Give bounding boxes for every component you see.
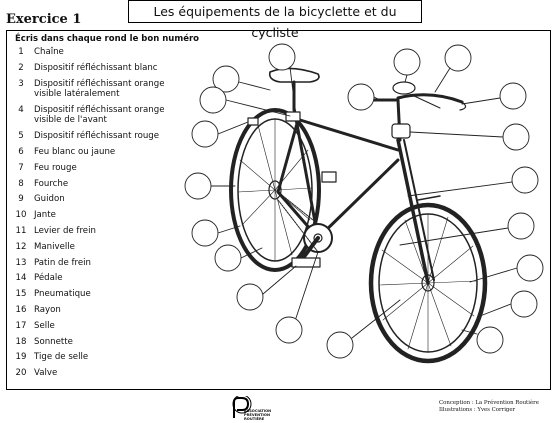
item-label: Feu blanc ou jaune	[34, 146, 116, 157]
answer-circle[interactable]	[199, 86, 227, 114]
item-label: Dispositif réfléchissant orange visible …	[34, 78, 165, 99]
worksheet-frame	[6, 30, 551, 390]
instruction-text: Écris dans chaque rond le bon numéro	[15, 34, 199, 44]
item-number: 12	[15, 241, 27, 252]
item-number: 1	[18, 47, 24, 57]
item-label: Dispositif réfléchissant rouge	[34, 131, 160, 142]
front-brake	[417, 195, 441, 201]
item-number: 17	[15, 320, 27, 331]
item-label: Chaîne	[34, 47, 64, 57]
item-number: 5	[18, 131, 24, 142]
answer-circle[interactable]	[184, 172, 212, 200]
saddle	[268, 67, 320, 122]
item-label: Manivelle	[34, 241, 75, 252]
item-number: 3	[18, 78, 24, 89]
item-number: 14	[15, 273, 27, 284]
item-label: Valve	[34, 368, 58, 379]
item-number: 19	[15, 352, 27, 363]
credit-illustrations: Illustrations : Yves Corriger	[439, 407, 516, 413]
page-title: Les équipements de la bicyclette et du c…	[128, 0, 422, 40]
credit-design: Conception : La Prévention Routière	[439, 400, 539, 406]
item-number: 6	[18, 146, 24, 157]
item-label: Rayon	[34, 304, 61, 315]
item-number: 13	[15, 257, 27, 268]
answer-circle[interactable]	[444, 44, 472, 72]
item-number: 16	[15, 304, 27, 315]
answer-circle[interactable]	[326, 331, 354, 359]
handlebar	[368, 81, 467, 142]
item-label: Guidon	[34, 194, 65, 205]
answer-circle[interactable]	[516, 254, 544, 282]
answer-circle[interactable]	[275, 316, 303, 344]
item-number: 15	[15, 289, 27, 300]
answer-circle[interactable]	[212, 65, 240, 93]
answer-circle[interactable]	[510, 290, 538, 318]
item-label: Sonnette	[34, 336, 73, 347]
answer-circle[interactable]	[502, 123, 530, 151]
item-number: 20	[15, 368, 27, 379]
prevention-routiere-logo	[232, 396, 252, 418]
credits: Conception : La Prévention Routière Illu…	[439, 400, 539, 414]
answer-circle[interactable]	[191, 219, 219, 247]
answer-circle[interactable]	[476, 326, 504, 354]
item-label: Jante	[34, 210, 56, 221]
logo-text: ASSOCIATION PRÉVENTION ROUTIÈRE	[244, 409, 272, 421]
answer-circle[interactable]	[511, 166, 539, 194]
answer-circle[interactable]	[268, 43, 296, 71]
item-label: Pneumatique	[34, 289, 91, 300]
item-number: 7	[18, 162, 24, 173]
answer-circle[interactable]	[393, 48, 421, 76]
answer-circle[interactable]	[214, 244, 242, 272]
answer-circle[interactable]	[507, 212, 535, 240]
answer-circle[interactable]	[347, 83, 375, 111]
answer-circle[interactable]	[499, 82, 527, 110]
exercise-label: Exercice 1	[6, 12, 82, 27]
front-wheel	[368, 202, 488, 364]
rear-wheel	[229, 108, 321, 272]
item-number: 11	[15, 225, 27, 236]
item-number: 8	[18, 178, 24, 189]
item-number: 18	[15, 336, 27, 347]
item-label: Fourche	[34, 178, 69, 189]
item-label: Tige de selle	[34, 352, 89, 363]
item-number: 2	[18, 62, 24, 73]
item-label: Pédale	[34, 273, 63, 284]
item-label: Feu rouge	[34, 162, 77, 173]
answer-circle[interactable]	[191, 120, 219, 148]
item-number: 4	[18, 104, 24, 115]
rear-reflector	[247, 117, 259, 126]
answer-circles	[184, 43, 544, 359]
crankset	[277, 171, 337, 268]
item-number: 10	[15, 210, 27, 221]
item-number: 9	[18, 194, 24, 205]
item-label: Levier de frein	[34, 225, 96, 236]
item-label: Patin de frein	[34, 257, 91, 268]
item-label: Dispositif réfléchissant blanc	[34, 62, 158, 73]
bike-frame	[276, 106, 435, 285]
item-label: Selle	[34, 320, 55, 331]
item-label: Dispositif réfléchissant orange visible …	[34, 104, 165, 126]
answer-circle[interactable]	[236, 283, 264, 311]
